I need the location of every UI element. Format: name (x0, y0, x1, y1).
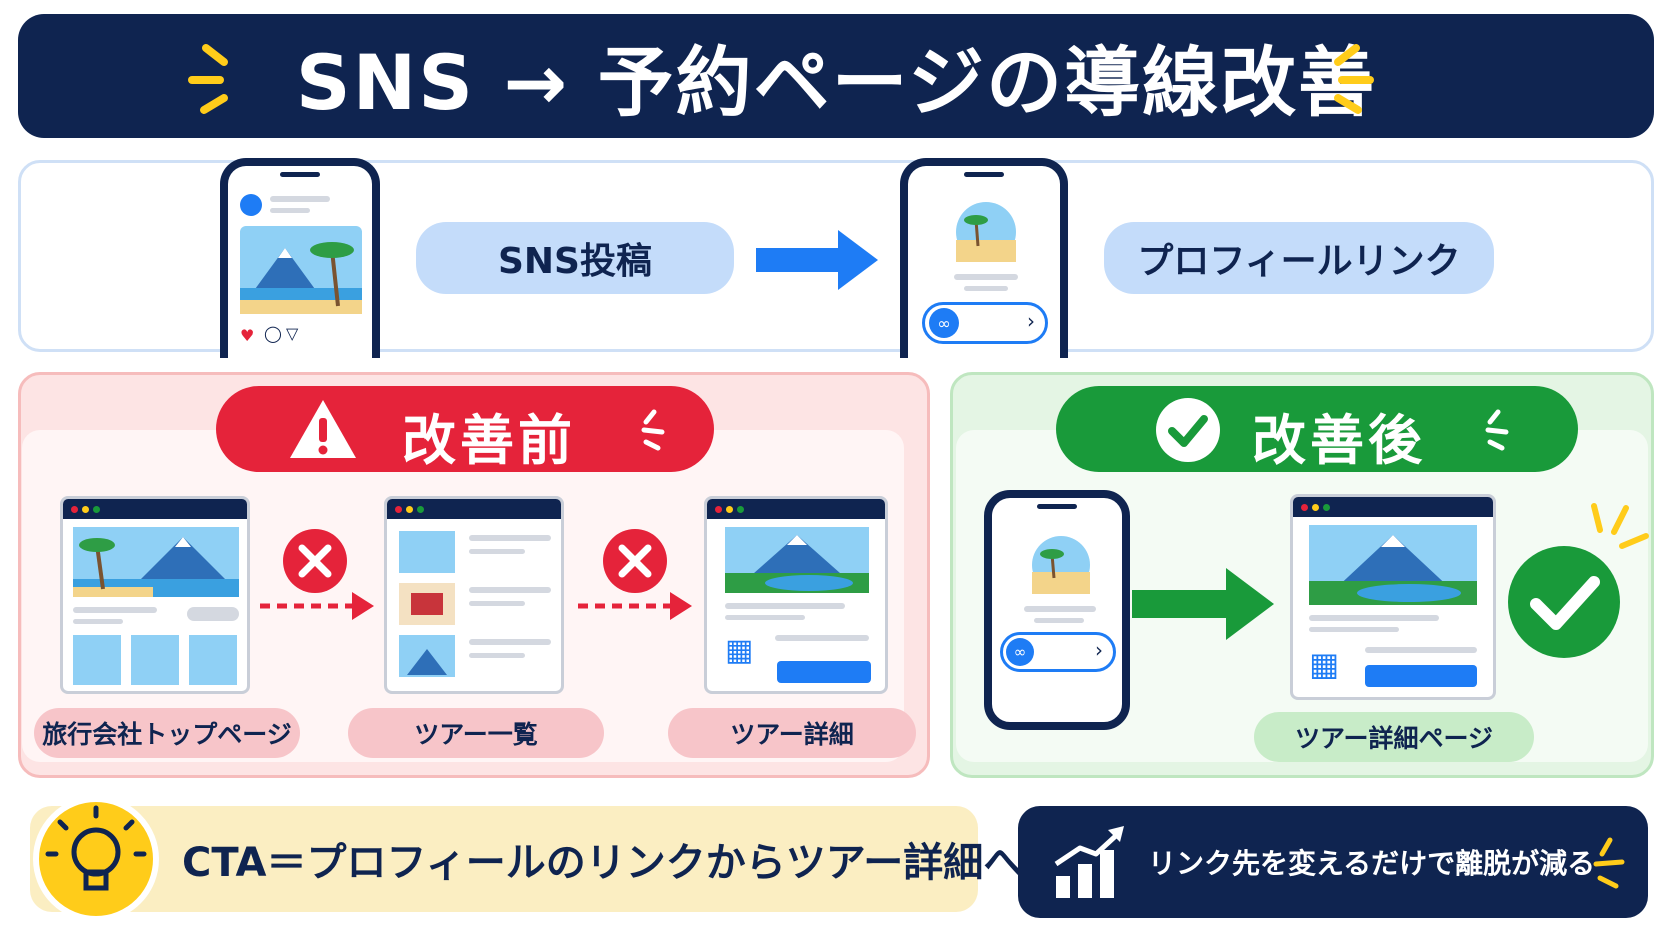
check-circle-icon (1156, 398, 1220, 462)
sparkle-icon (1593, 837, 1625, 889)
mountain-thumbnail-icon (399, 635, 455, 677)
before-step-1-label: 旅行会社トップページ (34, 708, 300, 758)
page-title: SNS → 予約ページの導線改善 (295, 38, 1377, 127)
tour-detail-window: ▦ (704, 496, 888, 694)
after-step-label: ツアー詳細ページ (1254, 712, 1534, 762)
hero-image-icon (73, 527, 239, 597)
before-title: 改善前 (402, 409, 576, 472)
thumbnail-icon (131, 635, 179, 685)
temple-thumbnail-icon (399, 583, 455, 625)
result-note-text: リンク先を変えるだけで離脱が減る (1148, 847, 1596, 880)
company-top-page-window (60, 496, 250, 694)
avatar (240, 194, 262, 216)
sparkle-icon (1485, 409, 1509, 451)
lightbulb-icon (33, 796, 159, 922)
profile-phone: ∞ › (900, 158, 1068, 358)
profile-link-label: プロフィールリンク (1104, 222, 1494, 294)
profile-link-button[interactable]: ∞ › (1000, 632, 1116, 672)
link-icon: ∞ (929, 308, 959, 338)
beach-photo-icon (240, 226, 362, 314)
book-button[interactable] (1365, 665, 1477, 687)
sns-post-label: SNS投稿 (416, 222, 734, 294)
comment-icon: ◯ (264, 324, 282, 343)
after-tour-detail-window: ▦ (1290, 494, 1496, 700)
sparkle-right-icon (1334, 44, 1374, 114)
result-note-box (1018, 806, 1648, 918)
cross-icon (283, 529, 347, 593)
mountain-lake-icon (725, 527, 869, 593)
arrow-right-icon (1132, 568, 1274, 640)
profile-link-button[interactable]: ∞ › (922, 302, 1048, 344)
before-banner: 改善前 (216, 386, 714, 472)
sparkle-icon (1591, 503, 1649, 549)
link-icon: ∞ (1006, 638, 1034, 666)
profile-avatar-icon (956, 202, 1016, 262)
tour-list-window (384, 496, 564, 694)
mountain-lake-icon (1309, 525, 1477, 605)
profile-avatar-icon (1032, 536, 1090, 594)
calendar-icon: ▦ (725, 633, 754, 668)
cta-box (30, 806, 978, 912)
before-step-3-label: ツアー詳細 (668, 708, 916, 758)
arrow-right-icon (756, 230, 878, 290)
before-step-2-label: ツアー一覧 (348, 708, 604, 758)
book-button[interactable] (777, 661, 871, 683)
chevron-right-icon: › (1027, 309, 1035, 333)
success-check-icon (1508, 546, 1620, 658)
after-banner: 改善後 (1056, 386, 1578, 472)
sparkle-icon (641, 409, 665, 451)
share-icon: ▽ (286, 324, 299, 343)
thumbnail-icon (189, 635, 237, 685)
thumbnail-icon (73, 635, 121, 685)
after-title: 改善後 (1252, 409, 1426, 472)
chevron-right-icon: › (1095, 638, 1103, 662)
dashed-arrow-icon (260, 592, 374, 620)
beach-thumbnail-icon (399, 531, 455, 573)
heart-icon: ♥ (240, 326, 255, 345)
sparkle-left-icon (188, 44, 228, 114)
cross-icon (603, 529, 667, 593)
after-profile-phone: ∞ › (984, 490, 1130, 730)
dashed-arrow-icon (578, 592, 692, 620)
cta-text: CTA＝プロフィールのリンクからツアー詳細へ (182, 840, 1024, 886)
header-banner: SNS → 予約ページの導線改善 (18, 14, 1654, 138)
growth-chart-icon (1054, 826, 1124, 898)
warning-icon (290, 400, 356, 458)
sns-post-phone: ♥ ◯ ▽ (220, 158, 380, 358)
calendar-icon: ▦ (1309, 645, 1340, 683)
